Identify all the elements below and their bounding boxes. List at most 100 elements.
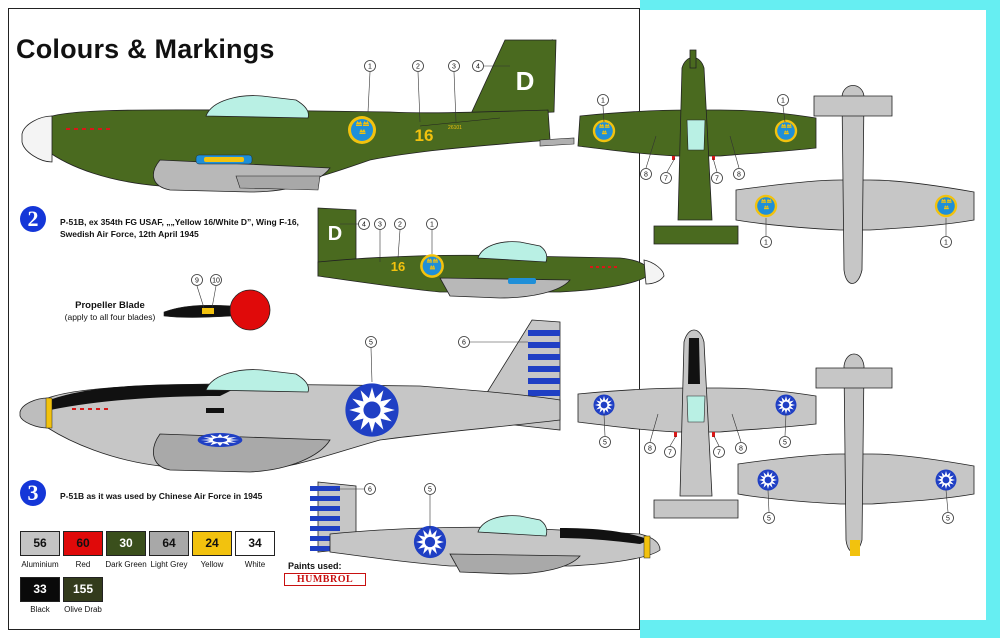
callout-6a: 6 — [458, 336, 528, 348]
swatch-30-name: Dark Green — [105, 560, 147, 569]
svg-text:9: 9 — [195, 278, 199, 285]
scheme-3-caption: P-51B as it was used by Chinese Air Forc… — [60, 490, 262, 502]
svg-text:8: 8 — [644, 172, 648, 179]
svg-text:3: 3 — [452, 64, 456, 71]
svg-text:4: 4 — [362, 222, 366, 229]
callout-7b: 7 — [711, 157, 723, 184]
scheme-number-3: 3 — [20, 480, 46, 506]
scheme-2-caption-line-1: P-51B, ex 354th FG USAF, „„Yellow 16/Whi… — [60, 217, 299, 227]
cyan-border-top — [640, 0, 1000, 10]
callout-8a: 8 — [640, 135, 657, 180]
callout-7d: 7 — [713, 435, 725, 458]
code-letter-small: D — [328, 223, 342, 245]
cyan-border-right — [986, 0, 1000, 638]
svg-text:7: 7 — [717, 450, 721, 457]
svg-text:2: 2 — [398, 222, 402, 229]
callout-5f: 5 — [942, 489, 954, 524]
code-number-small: 16 — [391, 259, 405, 274]
callout-1f: 1 — [940, 218, 952, 248]
swatch-155-name: Olive Drab — [64, 605, 102, 614]
callout-10: 10 — [210, 274, 222, 309]
callout-3: 3 — [448, 60, 460, 123]
callout-1c: 1 — [597, 94, 609, 123]
callout-8c: 8 — [644, 413, 659, 454]
aircraft-green-side-large: 16 26101 D — [21, 39, 575, 193]
aircraft-chinese-top — [577, 329, 817, 519]
cyan-border-bottom — [640, 620, 1000, 638]
serial-large: 26101 — [448, 125, 462, 131]
svg-text:5: 5 — [428, 487, 432, 494]
svg-text:10: 10 — [212, 278, 220, 285]
svg-text:6: 6 — [462, 340, 466, 347]
scheme-2-caption-line-2: Swedish Air Force, 12th April 1945 — [60, 229, 199, 239]
svg-text:1: 1 — [601, 98, 605, 105]
paints-used-label: Paints used: — [288, 561, 342, 571]
svg-text:2: 2 — [416, 64, 420, 71]
callout-1e: 1 — [760, 218, 772, 248]
svg-text:4: 4 — [476, 64, 480, 71]
scheme-2-caption: P-51B, ex 354th FG USAF, „„Yellow 16/Whi… — [60, 216, 299, 240]
code-letter-large: D — [516, 66, 535, 96]
callout-5a: 5 — [365, 336, 377, 383]
code-number-large: 16 — [415, 126, 434, 145]
page-title: Colours & Markings — [16, 34, 275, 64]
humbrol-logo: HUMBROL — [284, 573, 366, 586]
callout-1d: 1 — [777, 94, 789, 123]
callout-5e: 5 — [763, 489, 775, 524]
svg-text:8: 8 — [648, 446, 652, 453]
callout-7a: 7 — [660, 157, 676, 184]
aircraft-grey-underside-swedish — [735, 85, 975, 284]
svg-text:8: 8 — [737, 172, 741, 179]
callout-4: 4 — [472, 60, 510, 72]
callout-5b: 5 — [424, 483, 436, 528]
swatch-24: 24 — [192, 531, 232, 556]
swatch-56: 56 — [20, 531, 60, 556]
callout-markers: 1 2 3 4 4 3 2 1 1 1 8 7 7 8 1 1 9 10 5 6… — [191, 60, 954, 528]
svg-text:1: 1 — [944, 240, 948, 247]
scheme-number-2: 2 — [20, 206, 46, 232]
svg-text:5: 5 — [603, 440, 607, 447]
aircraft-green-top — [577, 49, 817, 245]
swatch-56-name: Aluminium — [21, 560, 59, 569]
callout-4b: 4 — [340, 218, 370, 230]
aircraft-chinese-side-small — [310, 481, 661, 575]
callout-1: 1 — [364, 60, 376, 113]
swatch-30: 30 — [106, 531, 146, 556]
svg-text:3: 3 — [378, 222, 382, 229]
svg-text:8: 8 — [739, 446, 743, 453]
aircraft-chinese-underside — [737, 353, 975, 556]
callout-7c: 7 — [664, 435, 677, 458]
propeller-label: Propeller Blade — [75, 300, 145, 311]
svg-text:7: 7 — [715, 176, 719, 183]
swatch-33-name: Black — [30, 605, 50, 614]
swatch-34-name: White — [244, 560, 266, 569]
callout-3b: 3 — [374, 218, 386, 262]
svg-text:1: 1 — [368, 64, 372, 71]
swatch-64: 64 — [149, 531, 189, 556]
callout-8b: 8 — [729, 135, 745, 180]
callout-6b: 6 — [336, 483, 376, 495]
propeller-sublabel: (apply to all four blades) — [64, 312, 156, 322]
swatch-60-name: Red — [75, 560, 91, 569]
svg-text:7: 7 — [668, 450, 672, 457]
svg-text:1: 1 — [764, 240, 768, 247]
svg-text:5: 5 — [946, 516, 950, 523]
swatch-34: 34 — [235, 531, 275, 556]
callout-8d: 8 — [731, 413, 747, 454]
callout-5d: 5 — [779, 413, 791, 448]
callout-9: 9 — [191, 274, 205, 309]
svg-text:5: 5 — [783, 440, 787, 447]
callout-1b: 1 — [426, 218, 438, 254]
propeller-blade — [163, 289, 271, 331]
svg-text:7: 7 — [664, 176, 668, 183]
swatch-24-name: Yellow — [200, 560, 224, 569]
svg-text:5: 5 — [767, 516, 771, 523]
aircraft-chinese-side-large — [19, 319, 561, 473]
callout-2b: 2 — [394, 218, 406, 259]
callout-2: 2 — [412, 60, 424, 123]
callout-5c: 5 — [599, 413, 611, 448]
swatch-64-name: Light Grey — [150, 560, 188, 569]
swatch-60: 60 — [63, 531, 103, 556]
